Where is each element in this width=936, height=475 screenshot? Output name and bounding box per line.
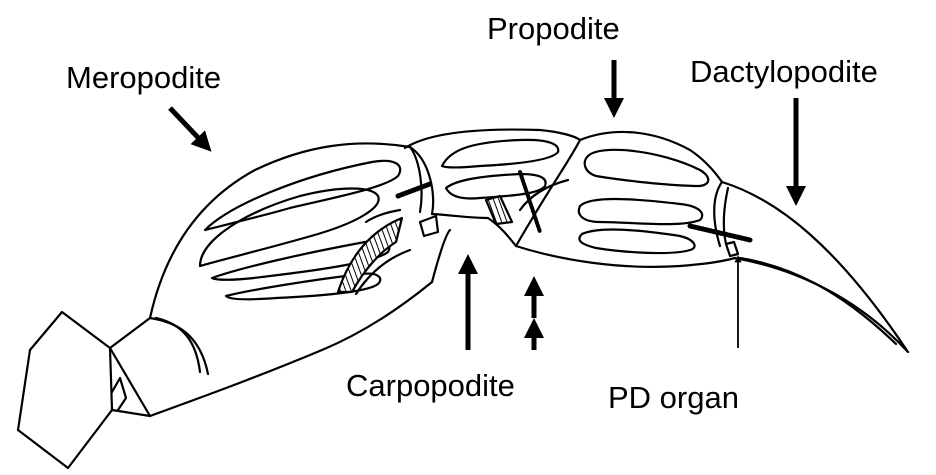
label-dactylopodite: Dactylopodite	[690, 56, 878, 87]
label-carpopodite: Carpopodite	[346, 370, 515, 401]
meropodite-arrow	[170, 108, 206, 146]
label-pd-organ: PD organ	[608, 382, 739, 413]
label-meropodite: Meropodite	[66, 62, 221, 93]
propodite-segment	[516, 132, 750, 267]
basal-segment	[18, 312, 150, 468]
dactylopodite-segment	[722, 182, 908, 352]
carpopodite-segment	[405, 130, 580, 282]
label-propodite: Propodite	[487, 13, 620, 44]
